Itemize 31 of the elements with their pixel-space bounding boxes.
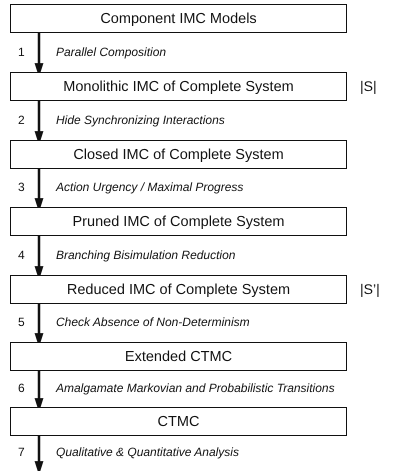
box-text: Component IMC Models xyxy=(100,10,257,26)
edge-label: Hide Synchronizing Interactions xyxy=(56,112,225,126)
box-text: Extended CTMC xyxy=(124,348,232,364)
process-box xyxy=(10,342,347,371)
box-text: CTMC xyxy=(158,414,200,430)
state-count-label: |S’| xyxy=(360,281,380,297)
edge-label: Action Urgency / Maximal Progress xyxy=(56,180,244,194)
step-number: 1 xyxy=(18,44,25,58)
arrow xyxy=(34,436,44,471)
process-box xyxy=(10,72,347,101)
state-count-label: |S| xyxy=(360,78,377,94)
box-text: Closed IMC of Complete System xyxy=(73,146,284,162)
step-number: 7 xyxy=(18,445,25,459)
process-box xyxy=(10,140,347,169)
edge-label: Parallel Composition xyxy=(56,44,166,58)
edge-label: Qualitative & Quantitative Analysis xyxy=(56,445,239,459)
process-box xyxy=(10,407,347,436)
edge-label: Check Absence of Non-Determinism xyxy=(56,315,250,329)
box-text: Reduced IMC of Complete System xyxy=(66,282,290,298)
step-number: 6 xyxy=(18,381,25,395)
box-text: Monolithic IMC of Complete System xyxy=(63,78,294,94)
edge-label: Amalgamate Markovian and Probabilistic Transitions xyxy=(56,381,335,395)
step-number: 2 xyxy=(18,112,25,126)
step-number: 3 xyxy=(18,180,25,194)
process-box xyxy=(10,4,347,33)
process-box xyxy=(10,207,347,236)
step-number: 5 xyxy=(18,315,25,329)
edge-label: Branching Bisimulation Reduction xyxy=(56,248,236,262)
box-text: Pruned IMC of Complete System xyxy=(72,214,284,230)
process-box xyxy=(10,275,347,304)
step-number: 4 xyxy=(18,248,25,262)
